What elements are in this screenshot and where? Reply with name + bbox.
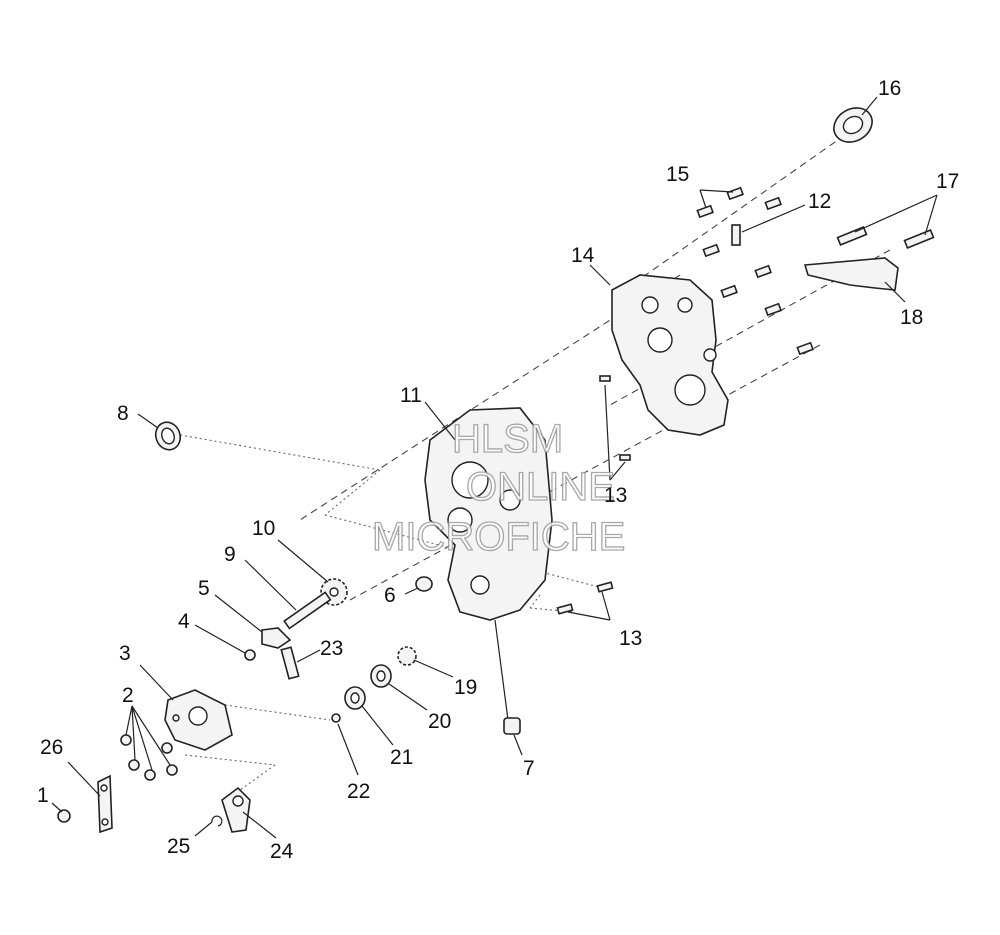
callout-12: 12 (808, 190, 831, 213)
watermark: HLSM ONLINE MICROFICHE (371, 416, 626, 559)
callout-13-upper: 13 (604, 484, 627, 507)
callout-21: 21 (390, 746, 413, 769)
callout-5: 5 (198, 577, 210, 600)
part-1-nut (57, 809, 71, 823)
callout-1: 1 (37, 784, 49, 807)
callout-16: 16 (878, 77, 901, 100)
callout-6: 6 (384, 584, 396, 607)
watermark-line-2: ONLINE (466, 465, 615, 509)
part-13-dowel-pins (556, 375, 631, 615)
watermark-line-1: HLSM (452, 417, 563, 461)
watermark-line-3: MICROFICHE (372, 515, 625, 559)
part-21-bearing (344, 686, 366, 710)
callout-15: 15 (666, 163, 689, 186)
callout-13-lower: 13 (619, 627, 642, 650)
callout-leaders (51, 96, 938, 839)
part-25-clip (211, 815, 223, 827)
part-16-bearing (833, 107, 873, 143)
callout-8: 8 (117, 402, 129, 425)
callout-3: 3 (119, 642, 131, 665)
part-2-screws (120, 734, 178, 781)
callout-18: 18 (900, 306, 923, 329)
callout-19: 19 (454, 676, 477, 699)
callout-26: 26 (40, 736, 63, 759)
bolt-group-cover (696, 186, 935, 356)
part-24-bracket (221, 786, 251, 833)
callout-23: 23 (320, 637, 343, 660)
part-3-cover-plate (164, 689, 233, 751)
part-23-spring (280, 646, 300, 680)
callout-labels: 16 15 12 17 14 18 11 8 13 10 9 5 6 4 13 … (37, 77, 959, 863)
callout-11: 11 (400, 384, 422, 407)
callout-20: 20 (428, 710, 451, 733)
part-26-link (97, 774, 113, 834)
part-7-bushing (503, 717, 521, 735)
part-19-gear (397, 646, 417, 666)
callout-10: 10 (252, 517, 275, 540)
callout-2: 2 (122, 684, 134, 707)
part-4-washer (244, 649, 256, 661)
callout-7: 7 (523, 757, 535, 780)
callout-9: 9 (224, 543, 236, 566)
part-6-bushing (415, 576, 433, 592)
callout-24: 24 (270, 840, 294, 863)
part-20-bearing (370, 664, 392, 688)
part-22-clip (331, 713, 341, 723)
part-9-shaft (283, 591, 332, 630)
callout-22: 22 (347, 780, 370, 803)
part-18-bracket (803, 257, 899, 291)
callout-25: 25 (167, 835, 190, 858)
part-14-gearcase-cover (611, 274, 729, 436)
callout-4: 4 (178, 610, 190, 633)
part-8-seal (154, 421, 182, 451)
callout-17: 17 (936, 170, 959, 193)
part-5-lever (261, 627, 292, 649)
part-11-gearcase-housing (424, 407, 553, 621)
callout-14: 14 (571, 244, 595, 267)
